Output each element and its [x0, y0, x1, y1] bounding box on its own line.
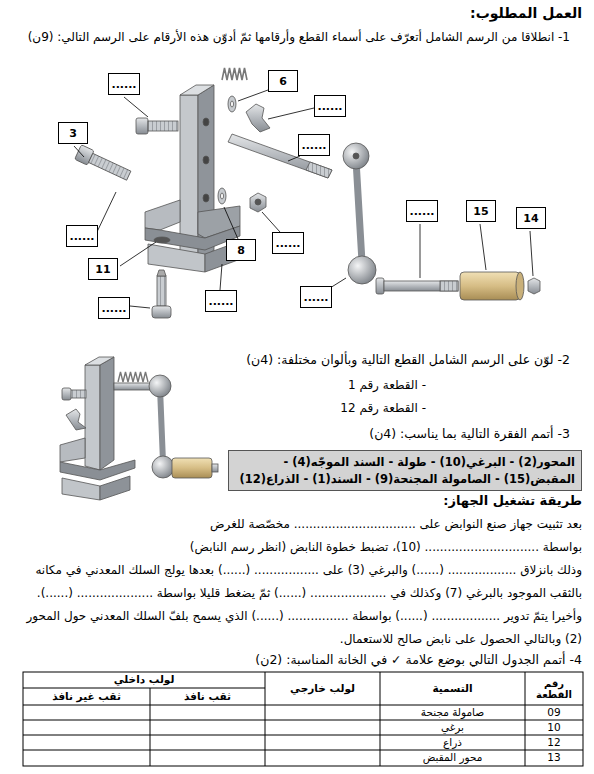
table-cell-text: 10	[525, 720, 583, 735]
worksheet-text: 2- لوّن على الرسم الشامل القطع التالية و…	[246, 352, 570, 367]
callout-number: 15	[473, 205, 488, 218]
table-cell-text: ثقب نافذ	[150, 688, 265, 705]
table-cell-text: لولب خارجي	[265, 672, 380, 705]
callout-box: ......	[300, 286, 332, 308]
table-cell-text: رقم القطعة	[525, 672, 583, 705]
callout-number: 8	[237, 244, 245, 257]
table-cell-text: برغي	[380, 720, 525, 735]
worksheet-text: 3- أتمم الفقرة التالية بما يناسب: (4ن)	[369, 426, 570, 441]
word-bank-box: المحور(2) - البرغي(10) - طولة - السند ال…	[228, 450, 582, 491]
callout-number: 14	[523, 212, 538, 225]
table-cell-text: التسمية	[380, 672, 525, 705]
callout-number: ......	[111, 78, 136, 91]
callout-number: ......	[317, 100, 342, 113]
table-cell-text: صامولة مجنحة	[380, 705, 525, 720]
worksheet-text: بالثقب الموجود بالبرغي (7) وكذلك في ....…	[37, 586, 582, 600]
callout-box: ......	[205, 290, 237, 312]
callout-box: ......	[298, 134, 330, 156]
table-cell-text: لولب داخلي	[23, 672, 265, 688]
callout-number: ......	[409, 205, 434, 218]
callout-box: ......	[406, 200, 438, 222]
word-bank-text: المحور(2) - البرغي(10) - طولة - السند ال…	[235, 454, 575, 487]
worksheet-text: طريقة تشغيل الجهاز:	[443, 493, 582, 509]
worksheet-text: بواسطة .............................. (1…	[190, 540, 582, 554]
table-cell-text: محور المقبض	[380, 750, 525, 766]
callout-number: ......	[275, 237, 300, 250]
callout-box: 11	[88, 258, 118, 280]
worksheet-text: (2) وبالتالي الحصول على نابض صالح للاستع…	[340, 632, 582, 646]
callout-number: ......	[303, 291, 328, 304]
table-cell-text: ذراع	[380, 735, 525, 750]
worksheet-text: 1- انطلاقا من الرسم الشامل أتعرّف على أس…	[28, 30, 570, 44]
callout-box: ......	[272, 232, 304, 254]
callout-box: ......	[66, 225, 98, 247]
worksheet-text: - القطعة رقم 12	[340, 401, 426, 415]
spring-drawing	[222, 68, 247, 80]
callout-number: 3	[69, 127, 77, 140]
callout-number: 6	[279, 75, 287, 88]
callout-box: 14	[516, 207, 546, 229]
worksheet-text: وذلك بانزلاق .................. (......)…	[35, 563, 582, 577]
callout-box: 3	[58, 122, 88, 144]
callout-box: ......	[314, 95, 346, 117]
callout-number: ......	[69, 230, 94, 243]
callout-box: 15	[466, 200, 496, 222]
worksheet-text: بعد تثبيت جهاز صنع النوابض على .........…	[210, 517, 582, 531]
table-cell-text: 13	[525, 750, 583, 766]
callout-number: 11	[95, 263, 110, 276]
callout-box: ......	[108, 73, 140, 95]
table-cell-text: 09	[525, 705, 583, 720]
worksheet-text: - القطعة رقم 1	[348, 378, 426, 392]
worksheet-text: وأخيرا يتمّ تدوير .................. (..…	[26, 609, 582, 623]
table-cell-text: ثقب غير نافذ	[23, 688, 150, 705]
spring-drawing	[118, 372, 148, 382]
worksheet-text: العمل المطلوب:	[470, 5, 582, 22]
callout-number: ......	[301, 139, 326, 152]
table-cell-text: 12	[525, 735, 583, 750]
callout-box: 6	[268, 70, 298, 92]
worksheet-text: 4- أتمم الجدول التالي بوضع علامة ✓ في ال…	[255, 652, 582, 667]
callout-number: ......	[101, 302, 126, 315]
callout-number: ......	[208, 295, 233, 308]
callout-box: ......	[98, 297, 130, 319]
callout-box: 8	[226, 239, 256, 261]
